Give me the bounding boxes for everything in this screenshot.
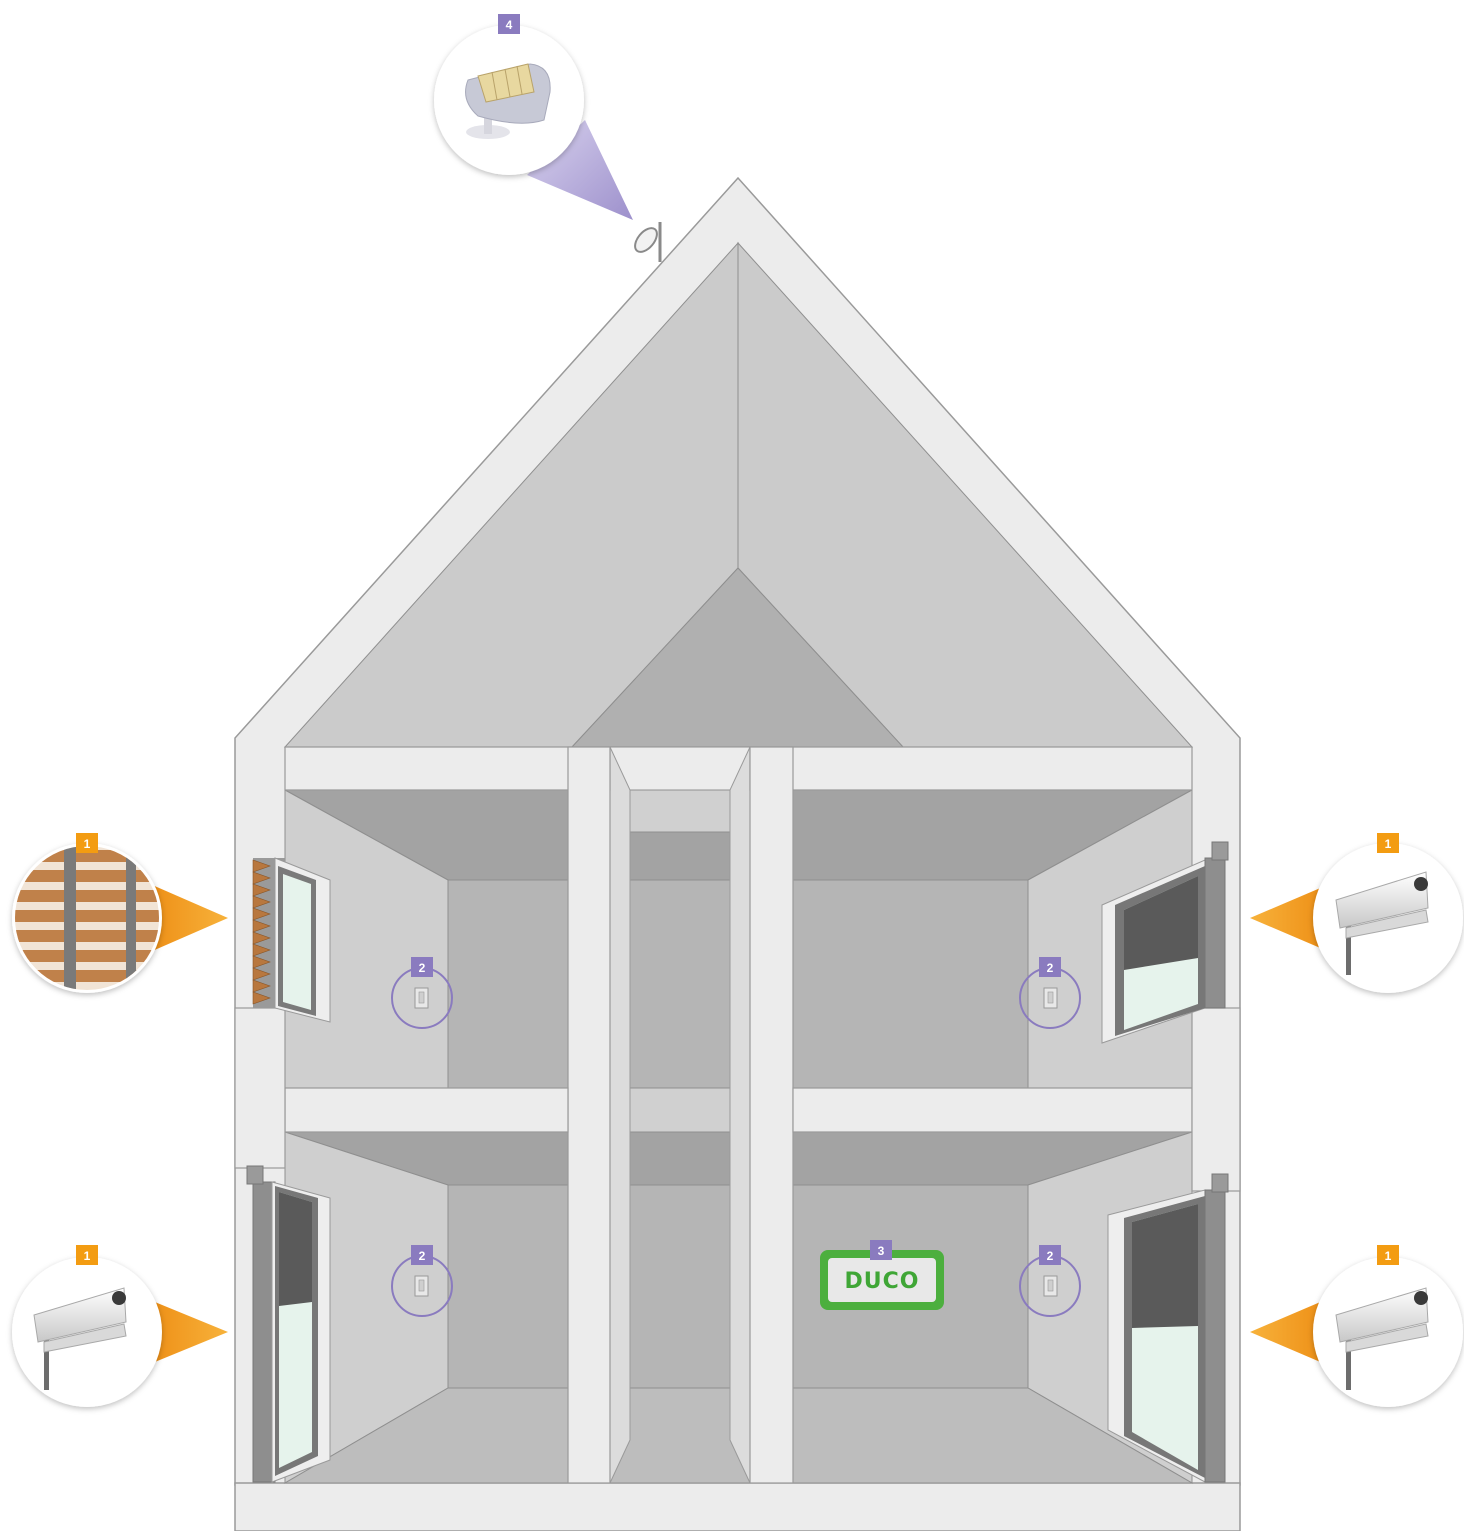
wall-switch-icon — [415, 1276, 428, 1296]
duco-controller[interactable]: DUCO 3 — [820, 1240, 944, 1310]
wall-switch-icon — [1044, 1276, 1057, 1296]
badge-number: 2 — [419, 961, 426, 975]
badge-number: 1 — [84, 837, 91, 851]
back-wall — [448, 1185, 568, 1388]
center-corridor — [610, 747, 752, 1483]
callout-screen-left-upper[interactable]: 1 — [12, 833, 228, 995]
badge-number: 4 — [506, 18, 513, 32]
badge-number: 1 — [1385, 1249, 1392, 1263]
window-upper-left — [253, 858, 330, 1022]
badge-number: 2 — [1047, 961, 1054, 975]
back-wall — [448, 880, 568, 1088]
back-wall — [793, 880, 1028, 1088]
callout-screen-left-lower[interactable]: 1 — [12, 1245, 228, 1407]
window-lower-left — [247, 1166, 330, 1482]
badge-number: 1 — [84, 1249, 91, 1263]
window-lower-right — [1108, 1174, 1228, 1482]
badge-number: 1 — [1385, 837, 1392, 851]
wall-switch-icon — [1044, 988, 1057, 1008]
callout-screen-right-upper[interactable]: 1 — [1250, 833, 1463, 993]
duco-logo: DUCO — [845, 1269, 920, 1294]
callout-sun-sensor[interactable]: 4 — [434, 14, 633, 220]
badge-number: 2 — [1047, 1249, 1054, 1263]
roof-sensor-mount — [631, 222, 661, 262]
callout-screen-right-lower[interactable]: 1 — [1250, 1245, 1463, 1407]
badge-number: 3 — [878, 1244, 885, 1258]
foundation-slab — [235, 1483, 1240, 1531]
badge-number: 2 — [419, 1249, 426, 1263]
wall-switch-icon — [415, 988, 428, 1008]
